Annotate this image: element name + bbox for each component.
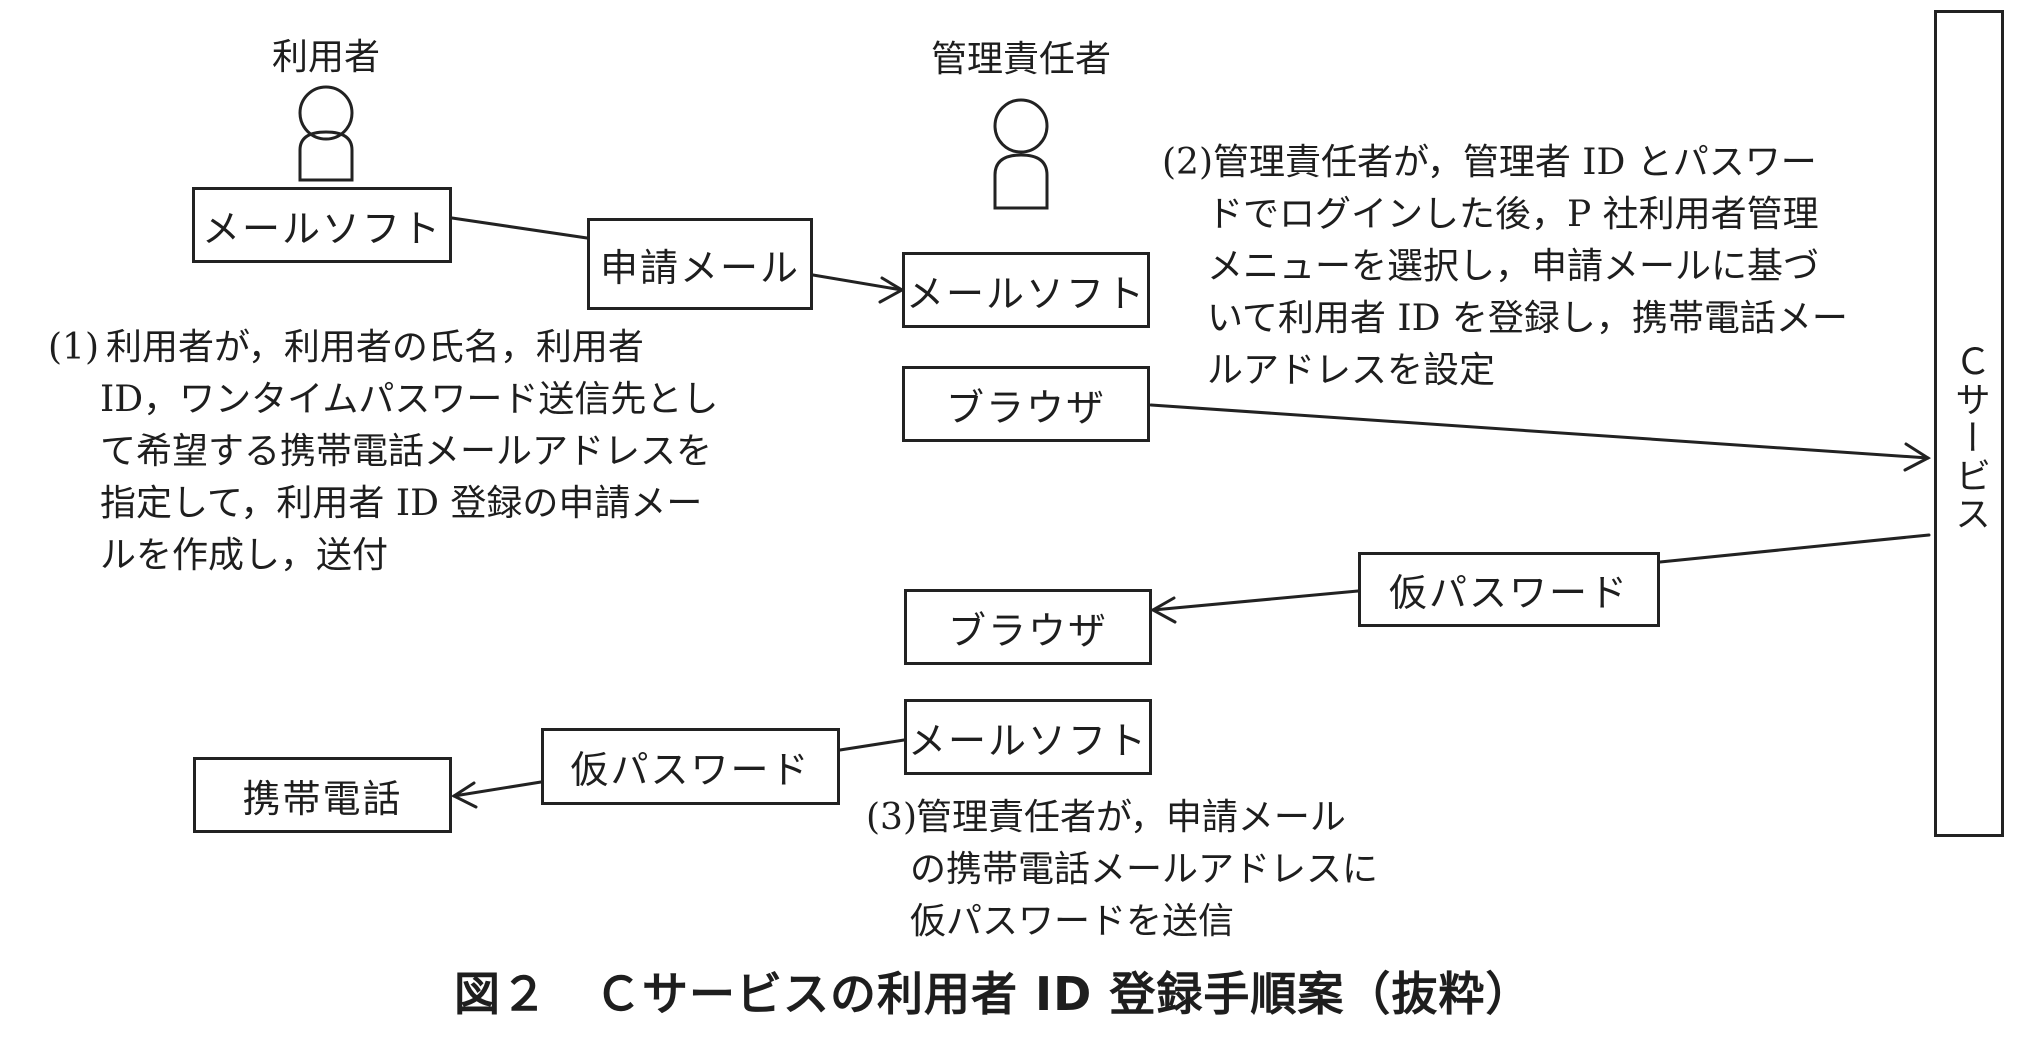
arrow-request-to-admin-mail — [811, 273, 904, 292]
step-2-line: 管理責任者が，管理者 ID とパスワー — [1213, 142, 1817, 183]
step-3-line: の携帯電話メールアドレスに — [910, 849, 1379, 890]
admin-browser-box-2: ブラウザ — [904, 589, 1152, 665]
step-1-line: 指定して，利用者 ID 登録の申請メー — [100, 483, 703, 524]
step-3-number: (3) — [866, 797, 917, 838]
step-3-line: 仮パスワードを送信 — [910, 901, 1235, 942]
application-mail-box: 申請メール — [587, 218, 813, 310]
admin-mail-soft-box-2: メールソフト — [904, 699, 1152, 775]
step-2-line: ドでログインした後，P 社利用者管理 — [1207, 194, 1819, 235]
admin-head-icon — [993, 98, 1049, 154]
arrow-browser-to-cservice — [1149, 403, 1930, 460]
arrowhead-browser — [1149, 596, 1177, 624]
step-3-line: 管理責任者が，申請メール — [916, 797, 1346, 838]
temp-password-box-left: 仮パスワード — [541, 728, 840, 805]
step-2-line: いて利用者 ID を登録し，携帯電話メー — [1207, 298, 1848, 339]
connector-cservice-to-temp-password — [1658, 533, 1931, 564]
user-mail-soft-box: メールソフト — [192, 187, 452, 263]
actor-admin-title: 管理責任者 — [930, 39, 1112, 80]
arrowhead-mobile — [450, 781, 478, 809]
step-3-note: (3) 管理責任者が，申請メール の携帯電話メールアドレスに 仮パスワードを送信 — [866, 792, 1466, 948]
step-1-number: (1) — [48, 327, 99, 368]
admin-browser-box: ブラウザ — [902, 366, 1150, 442]
arrow-temp-password-to-mobile — [452, 780, 543, 798]
step-2-number: (2) — [1162, 142, 1213, 183]
arrowhead-cservice — [1903, 442, 1931, 472]
step-1-line: ルを作成し，送付 — [100, 535, 389, 576]
connector-mail-to-temp-password — [838, 738, 906, 752]
step-1-line: ID，ワンタイムパスワード送信先とし — [100, 379, 719, 420]
temp-password-box-right: 仮パスワード — [1358, 552, 1660, 627]
user-head-icon — [298, 85, 354, 141]
c-service-label: Ｃサービス — [1949, 343, 1990, 533]
arrow-temp-password-to-browser — [1151, 589, 1360, 612]
connector-user-mail-to-request — [450, 216, 589, 240]
user-body-icon — [298, 130, 354, 182]
step-2-line: メニューを選択し，申請メールに基づ — [1207, 246, 1820, 287]
step-2-note: (2) 管理責任者が，管理者 ID とパスワー ドでログインした後，P 社利用者… — [1162, 137, 1922, 397]
figure-caption: 図２ Ｃサービスの利用者 ID 登録手順案（抜粋） — [454, 967, 1533, 1021]
c-service-box: Ｃサービス — [1934, 10, 2004, 837]
mobile-phone-box: 携帯電話 — [193, 757, 452, 833]
admin-mail-soft-box: メールソフト — [902, 252, 1150, 328]
actor-user-title: 利用者 — [271, 37, 381, 78]
admin-body-icon — [993, 153, 1049, 210]
step-2-line: ルアドレスを設定 — [1207, 350, 1496, 391]
step-1-line: て希望する携帯電話メールアドレスを — [100, 431, 713, 472]
step-1-line: 利用者が，利用者の氏名，利用者 — [106, 327, 644, 368]
step-1-note: (1) 利用者が，利用者の氏名，利用者 ID，ワンタイムパスワード送信先とし て… — [48, 322, 808, 582]
